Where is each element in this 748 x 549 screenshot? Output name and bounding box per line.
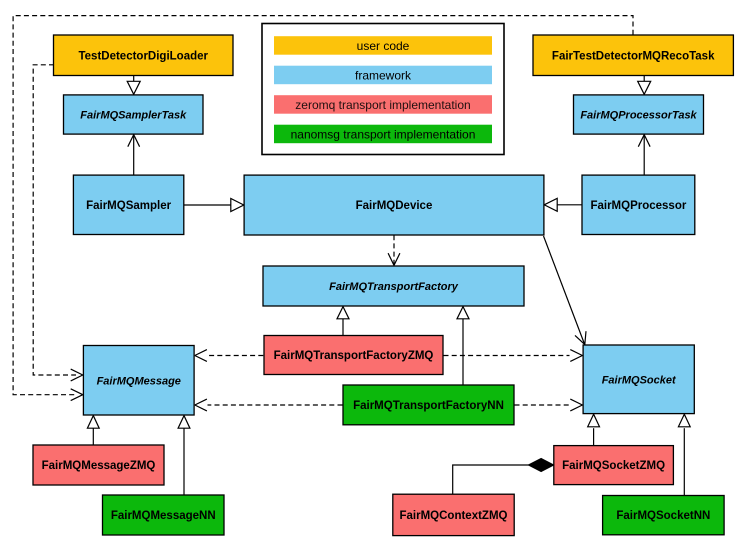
svg-text:FairMQMessageZMQ: FairMQMessageZMQ (42, 460, 156, 472)
svg-text:FairMQMessage: FairMQMessage (97, 375, 181, 387)
svg-text:FairMQSocket: FairMQSocket (602, 374, 677, 386)
svg-text:nanomsg transport implementati: nanomsg transport implementation (291, 127, 476, 141)
svg-text:FairMQProcessorTask: FairMQProcessorTask (580, 110, 697, 122)
svg-text:FairMQTransportFactoryNN: FairMQTransportFactoryNN (353, 400, 504, 412)
svg-text:FairMQMessageNN: FairMQMessageNN (111, 510, 216, 522)
svg-text:FairMQSamplerTask: FairMQSamplerTask (80, 110, 187, 122)
svg-text:FairMQSocketZMQ: FairMQSocketZMQ (562, 460, 665, 472)
svg-text:FairMQDevice: FairMQDevice (356, 200, 433, 212)
svg-text:framework: framework (355, 68, 412, 82)
svg-text:user code: user code (357, 39, 410, 53)
svg-text:FairMQTransportFactory: FairMQTransportFactory (329, 281, 459, 293)
svg-text:zeromq transport implementatio: zeromq transport implementation (295, 98, 470, 112)
svg-text:FairMQSampler: FairMQSampler (86, 200, 172, 212)
svg-text:FairMQProcessor: FairMQProcessor (590, 200, 686, 212)
svg-text:FairMQSocketNN: FairMQSocketNN (616, 510, 710, 522)
svg-text:FairMQTransportFactoryZMQ: FairMQTransportFactoryZMQ (274, 350, 434, 362)
svg-text:FairMQContextZMQ: FairMQContextZMQ (400, 510, 508, 522)
svg-text:FairTestDetectorMQRecoTask: FairTestDetectorMQRecoTask (552, 50, 715, 62)
svg-text:TestDetectorDigiLoader: TestDetectorDigiLoader (78, 50, 208, 62)
